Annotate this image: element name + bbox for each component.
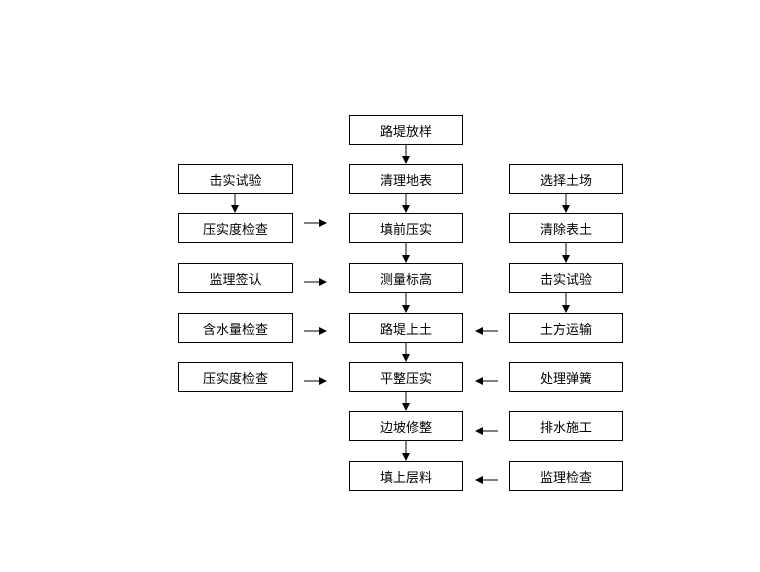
step-route-layout: 路堤放样 bbox=[349, 115, 463, 145]
step-fill-next-layer: 填上层料 bbox=[349, 461, 463, 491]
left-supervisor-signoff: 监理签认 bbox=[178, 263, 293, 293]
left-moisture-check: 含水量检查 bbox=[178, 313, 293, 343]
right-drainage-work: 排水施工 bbox=[509, 411, 623, 441]
step-clear-surface: 清理地表 bbox=[349, 164, 463, 194]
step-measure-elevation: 测量标高 bbox=[349, 263, 463, 293]
right-select-borrow-pit: 选择土场 bbox=[509, 164, 623, 194]
left-compaction-check-2: 压实度检查 bbox=[178, 362, 293, 392]
left-compaction-test: 击实试验 bbox=[178, 164, 293, 194]
right-remove-topsoil: 清除表土 bbox=[509, 213, 623, 243]
right-treat-spring-soil: 处理弹簧 bbox=[509, 362, 623, 392]
left-compaction-check-1: 压实度检查 bbox=[178, 213, 293, 243]
step-level-compact: 平整压实 bbox=[349, 362, 463, 392]
right-earth-transport: 土方运输 bbox=[509, 313, 623, 343]
step-embankment-fill: 路堤上土 bbox=[349, 313, 463, 343]
step-slope-trim: 边坡修整 bbox=[349, 411, 463, 441]
right-supervisor-inspection: 监理检查 bbox=[509, 461, 623, 491]
step-pre-fill-compaction: 填前压实 bbox=[349, 213, 463, 243]
right-compaction-test: 击实试验 bbox=[509, 263, 623, 293]
